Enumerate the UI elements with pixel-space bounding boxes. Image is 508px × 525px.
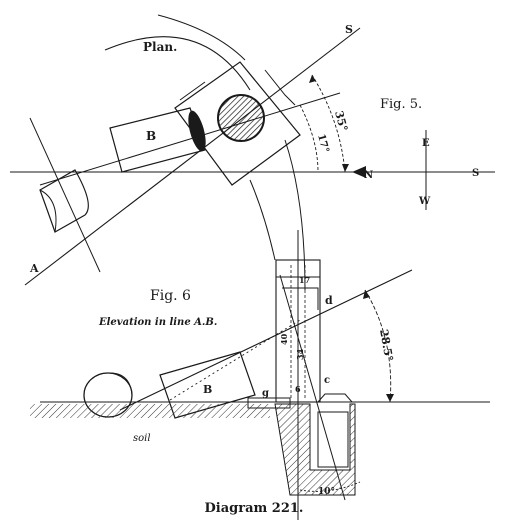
plan-right-arc	[284, 139, 306, 291]
compass-w: W	[418, 196, 431, 207]
pit-inner-block	[317, 411, 349, 468]
elev-dim-40: 40	[279, 333, 289, 345]
elev-label-d: d	[325, 294, 333, 307]
plan-perpendicular	[29, 117, 101, 273]
plan-outer-arc	[104, 36, 251, 91]
arrowhead-28b	[386, 394, 394, 402]
angle-arc-35	[311, 74, 346, 173]
arrowhead-35b	[342, 164, 349, 172]
compass-n: N	[364, 170, 373, 181]
elev-label-b: B	[203, 383, 212, 396]
elevation-slope-line	[119, 269, 413, 411]
plan-roller	[39, 169, 89, 233]
angle-arc-10	[299, 481, 361, 492]
plan-line-a-s	[24, 27, 361, 286]
diagram-caption: Diagram 221.	[205, 501, 304, 516]
notch-d	[282, 287, 319, 310]
soil-surface	[30, 404, 270, 418]
pit-top-cap	[317, 393, 353, 403]
elev-label-c: c	[324, 375, 330, 386]
plan-title: Plan.	[143, 40, 177, 54]
shaft-b-body	[109, 107, 206, 173]
fig5-title: Fig. 5.	[380, 97, 422, 112]
elev-dim-34: 34	[295, 348, 305, 360]
elev-dim-17: 17	[299, 275, 310, 285]
shaft-end-ellipse	[188, 110, 206, 152]
compass-e: E	[422, 138, 430, 149]
bearing-block	[174, 61, 301, 186]
plan-angle-17: 17°	[315, 133, 331, 154]
bearing-notch-1	[179, 81, 206, 101]
plan-shaft-axis	[39, 92, 341, 186]
arrowhead-35	[309, 75, 316, 83]
compass-arrow	[352, 166, 366, 178]
fig5-plan	[10, 14, 495, 291]
plan-roller-curve	[39, 189, 57, 233]
elevation-dotted-line	[169, 319, 301, 401]
plan-label-a: A	[29, 262, 39, 275]
arrowhead-28	[363, 290, 370, 299]
plan-angle-35: 35°	[332, 109, 350, 132]
excavation-pit	[274, 403, 356, 496]
elevation-title: Elevation in line A.B.	[98, 317, 217, 328]
compass-s: S	[472, 168, 479, 179]
roller-cylinder-side	[107, 372, 133, 396]
plan-top-arc	[157, 14, 246, 61]
fig6-elevation	[30, 230, 490, 520]
angle-arc-28	[364, 289, 392, 403]
plan-inner-arc	[249, 179, 276, 261]
elev-label-soil: soil	[133, 433, 151, 444]
elevation-post-diagonal	[279, 274, 346, 501]
bearing-notch-2	[264, 69, 296, 106]
elev-angle-28: 28.5°	[377, 328, 395, 362]
angle-arc-17	[299, 104, 319, 173]
elev-dim-6: 6	[295, 384, 301, 394]
elev-label-g: g	[262, 388, 269, 399]
plan-label-b: B	[146, 129, 156, 143]
elevation-block-b	[159, 351, 256, 419]
plan-label-s: S	[345, 23, 353, 36]
fig6-title: Fig. 6	[150, 288, 191, 304]
shaft-section-circle	[217, 94, 265, 142]
elev-angle-10: 10°	[318, 487, 335, 497]
